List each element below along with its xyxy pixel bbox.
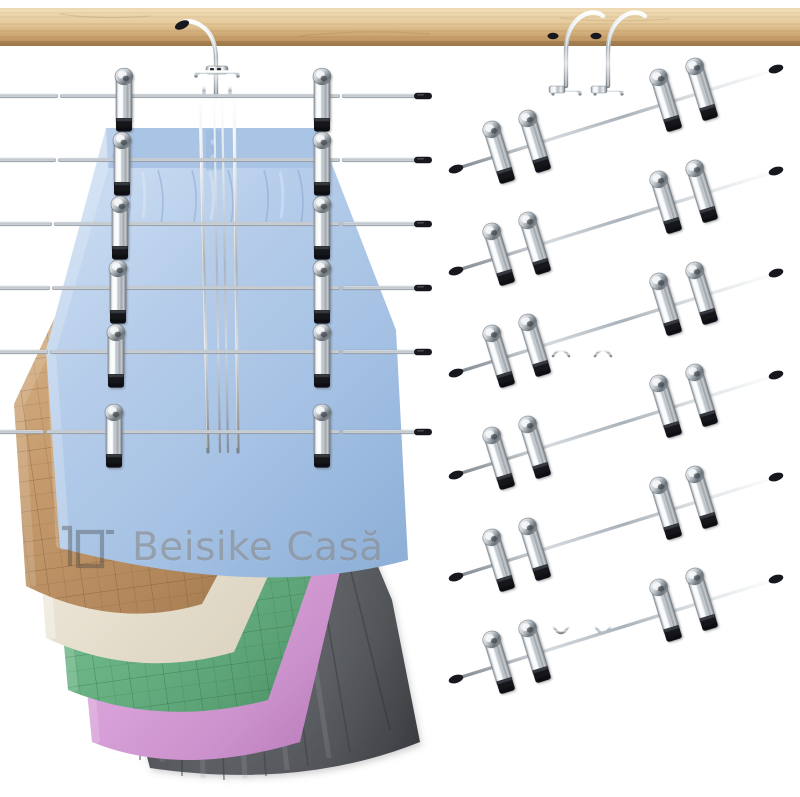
right-hanger-tier-2[interactable] [448, 157, 785, 288]
right-hanger-tier-4[interactable] [448, 361, 785, 492]
left-hanger-tier-2[interactable] [0, 131, 433, 197]
right-hanger-tier-1[interactable] [448, 55, 785, 186]
left-hanger-center-highlight [198, 99, 238, 449]
right-hanger-tier-5[interactable] [448, 463, 785, 594]
right-hanger-empty[interactable] [448, 10, 785, 696]
left-hanger-tier-6[interactable] [0, 403, 433, 469]
wooden-closet-rod [0, 8, 800, 46]
right-hanger-tier-3[interactable] [448, 259, 785, 390]
right-hanger-rail-highlight [551, 112, 595, 626]
left-hanger-tier-4[interactable] [0, 259, 433, 325]
right-hanger-hook-1 [547, 10, 606, 89]
right-hanger-tier-6[interactable] [448, 565, 785, 696]
left-hanger-tier-5[interactable] [0, 323, 433, 389]
left-hanger-tier-3[interactable] [0, 195, 433, 261]
left-hanger-with-skirts[interactable] [0, 18, 433, 781]
right-hanger-hook-2 [590, 10, 648, 89]
right-hanger-yoke [548, 85, 624, 114]
left-hanger-center-rails [198, 94, 240, 454]
left-hanger-tier-1[interactable] [0, 67, 433, 133]
